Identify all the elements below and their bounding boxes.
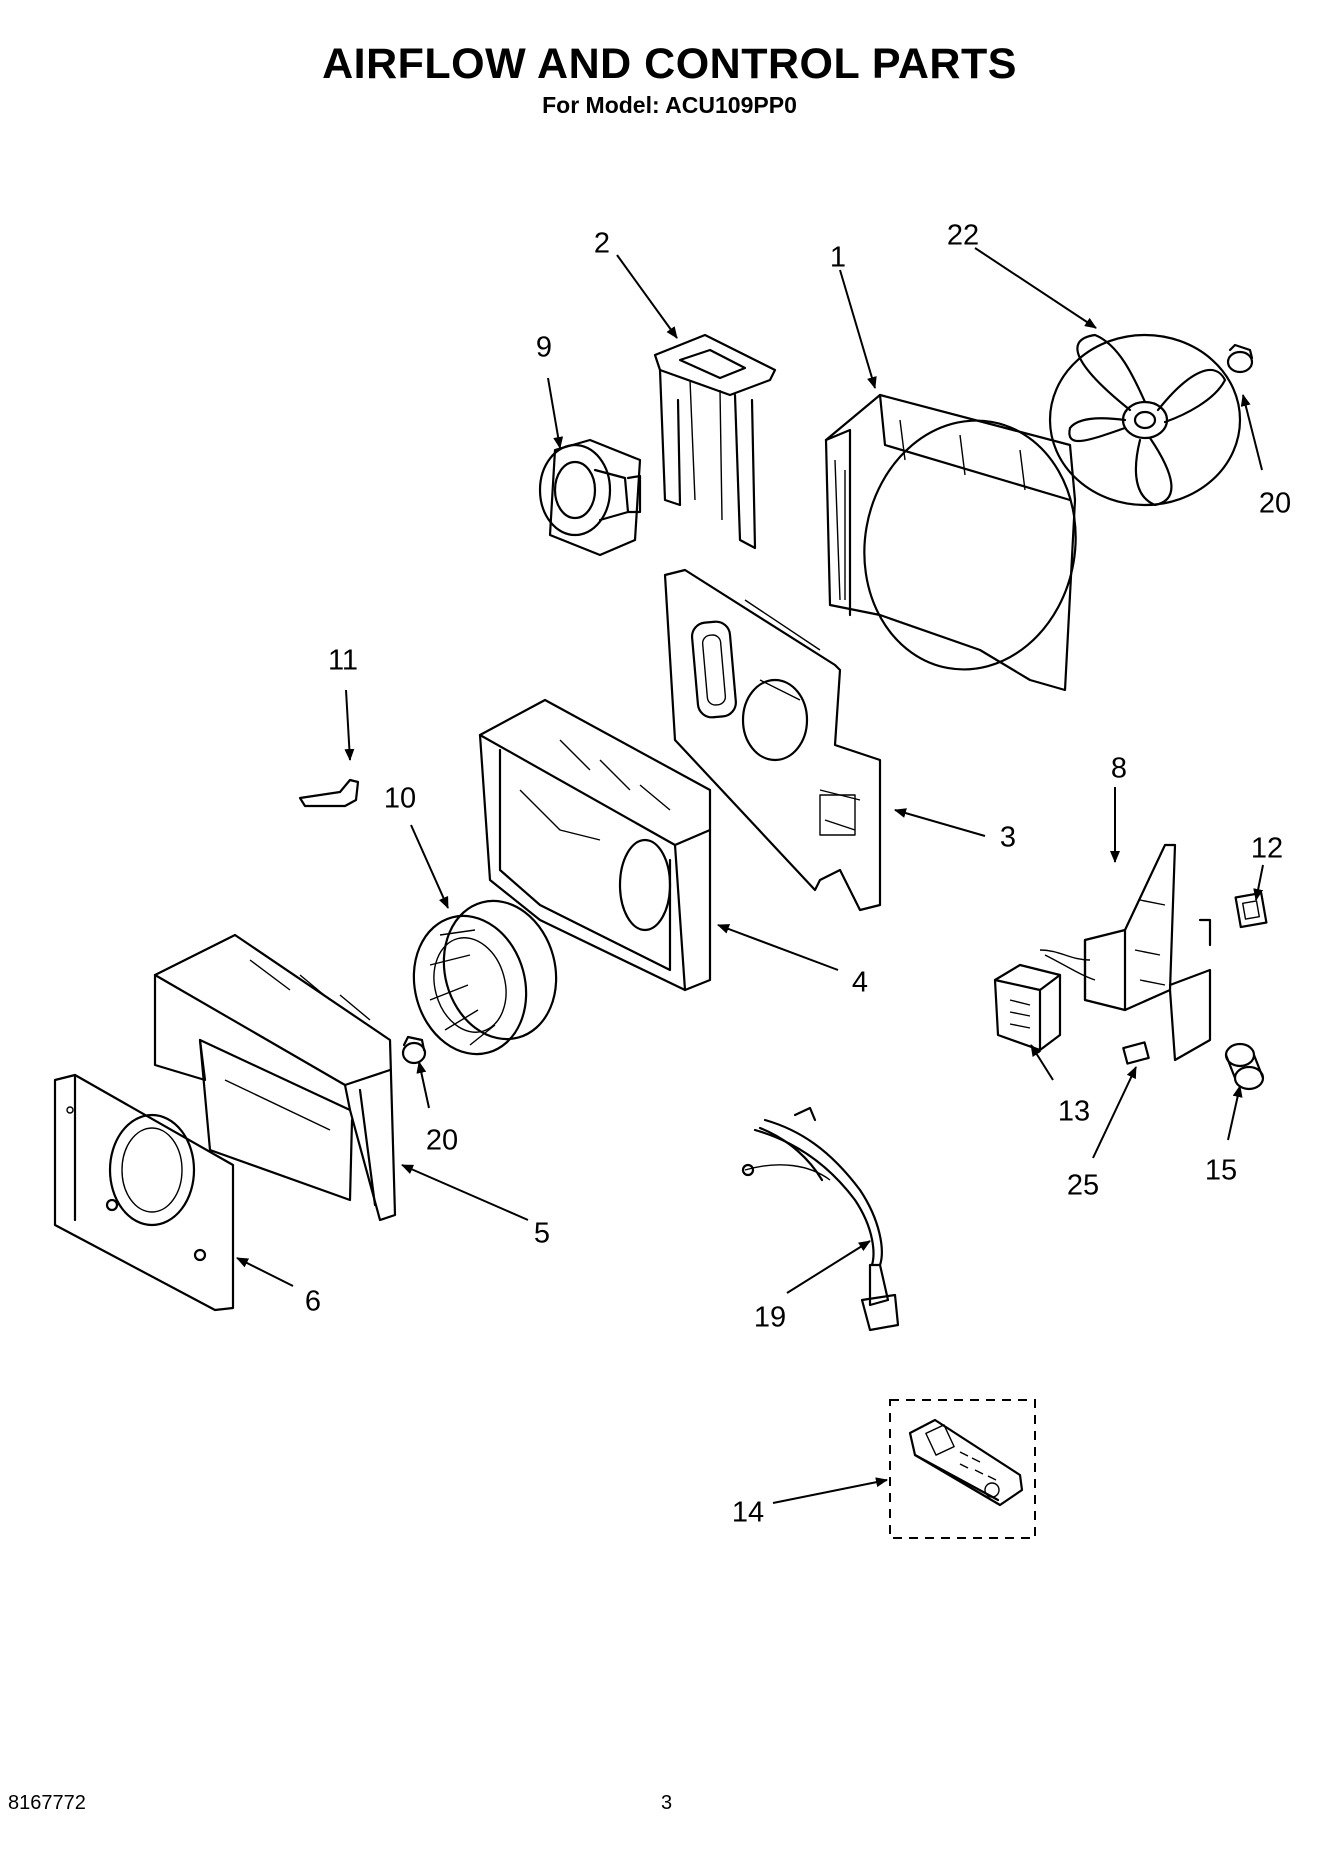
part-4-housing — [478, 698, 712, 992]
page-title: AIRFLOW AND CONTROL PARTS — [322, 40, 1017, 88]
callout-11: 11 — [327, 644, 359, 677]
page-number: 3 — [661, 1792, 673, 1814]
arrow-13 — [1030, 1044, 1054, 1081]
callout-25: 25 — [1066, 1169, 1100, 1202]
arrow-10 — [410, 824, 449, 909]
callout-14: 14 — [731, 1496, 765, 1529]
arrow-11 — [344, 689, 355, 761]
arrow-19 — [786, 1240, 871, 1294]
part-14-dashed-box — [889, 1399, 1036, 1539]
callout-15: 15 — [1204, 1154, 1238, 1187]
part-5-scroll-duct — [153, 933, 397, 1222]
arrow-1 — [839, 269, 877, 389]
callout-1: 1 — [829, 241, 847, 274]
arrow-22 — [974, 247, 1097, 329]
part-20-hub-clip — [401, 1035, 427, 1065]
part-22-fan-blade — [1048, 333, 1242, 507]
arrow-9 — [547, 377, 564, 449]
callout-4: 4 — [851, 966, 869, 999]
part-10-blower-wheel — [412, 899, 558, 1056]
part-15-capacitor — [1224, 1042, 1265, 1091]
callout-22: 22 — [946, 219, 980, 252]
part-2-bracket — [653, 333, 777, 550]
callout-19: 19 — [753, 1301, 787, 1334]
part-1-shroud — [824, 393, 1077, 692]
part-13-control-board — [993, 949, 1096, 1052]
callout-6: 6 — [304, 1285, 322, 1318]
part-9-fan-motor — [538, 438, 642, 557]
part-25-switch — [1122, 1041, 1150, 1065]
part-3-partition-panel — [663, 568, 882, 912]
callout-8: 8 — [1110, 752, 1128, 785]
model-subtitle: For Model: ACU109PP0 — [542, 92, 797, 118]
arrow-12 — [1253, 864, 1264, 901]
arrow-3 — [894, 808, 986, 837]
part-19-power-cord — [741, 1106, 900, 1332]
arrow-4 — [717, 924, 839, 971]
part-14-remote-control — [908, 1418, 1024, 1507]
part-12-rocker-switch — [1234, 891, 1268, 929]
arrow-20a — [1240, 394, 1263, 471]
callout-13: 13 — [1057, 1095, 1091, 1128]
callout-5: 5 — [533, 1217, 551, 1250]
part-11-clip — [298, 778, 360, 808]
arrow-15 — [1227, 1085, 1243, 1141]
arrow-14 — [772, 1477, 888, 1504]
arrow-25 — [1092, 1066, 1137, 1159]
arrow-5 — [401, 1164, 529, 1221]
callout-arrows — [236, 247, 1264, 1504]
arrow-6 — [236, 1257, 294, 1287]
part-6-front-grille — [53, 1073, 235, 1312]
callout-10: 10 — [383, 782, 417, 815]
callout-2: 2 — [593, 227, 611, 260]
part-20-clip-top — [1226, 343, 1254, 374]
part-8-control-bracket — [1083, 843, 1212, 1062]
callout-20-middle: 20 — [425, 1124, 459, 1157]
arrow-2 — [616, 254, 678, 339]
callout-9: 9 — [535, 331, 553, 364]
callout-3: 3 — [999, 821, 1017, 854]
callout-12: 12 — [1250, 832, 1284, 865]
document-number: 8167772 — [8, 1792, 86, 1814]
arrow-20b — [416, 1061, 430, 1109]
callout-20-top: 20 — [1258, 487, 1292, 520]
